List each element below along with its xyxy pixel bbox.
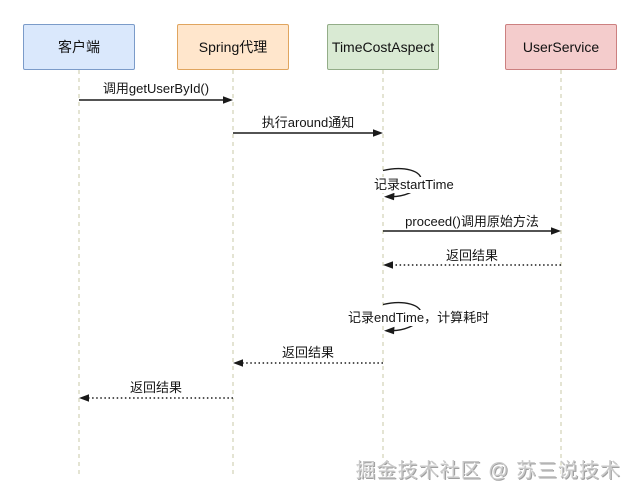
message-label-return-to-spring: 返回结果 <box>281 345 335 360</box>
arrow-proceed-call <box>383 227 561 235</box>
message-label-return-to-aspect: 返回结果 <box>445 248 499 263</box>
actor-box-client: 客户端 <box>23 24 135 70</box>
arrow-return-to-spring <box>233 359 383 367</box>
arrow-around-advice <box>233 129 383 137</box>
arrow-return-to-aspect <box>383 261 561 269</box>
actor-box-user-service: UserService <box>505 24 617 70</box>
watermark-text: 掘金技术社区 @ 苏三说技术 <box>355 460 621 482</box>
actor-label-client: 客户端 <box>58 39 100 55</box>
message-label-record-starttime: 记录startTime <box>373 177 455 193</box>
message-label-around-advice: 执行around通知 <box>261 115 355 130</box>
actor-label-spring-proxy: Spring代理 <box>198 39 268 55</box>
arrow-return-to-client <box>79 394 233 402</box>
message-label-proceed-call: proceed()调用原始方法 <box>405 214 539 229</box>
actor-box-timecost-aspect: TimeCostAspect <box>327 24 439 70</box>
actor-label-user-service: UserService <box>522 39 600 55</box>
message-label-return-to-client: 返回结果 <box>129 380 183 395</box>
arrow-call-getuserbyid <box>79 96 233 104</box>
message-label-call-getuserbyid: 调用getUserById() <box>102 81 210 96</box>
message-label-record-endtime: 记录endTime，计算耗时 <box>347 310 491 326</box>
actor-label-timecost-aspect: TimeCostAspect <box>331 39 435 55</box>
actor-box-spring-proxy: Spring代理 <box>177 24 289 70</box>
